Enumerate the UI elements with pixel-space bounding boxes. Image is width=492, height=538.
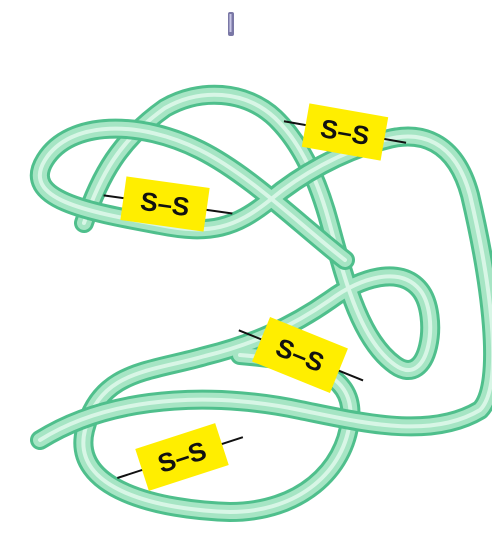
top-mark-icon — [228, 12, 234, 36]
polypeptide-strand — [40, 95, 492, 512]
